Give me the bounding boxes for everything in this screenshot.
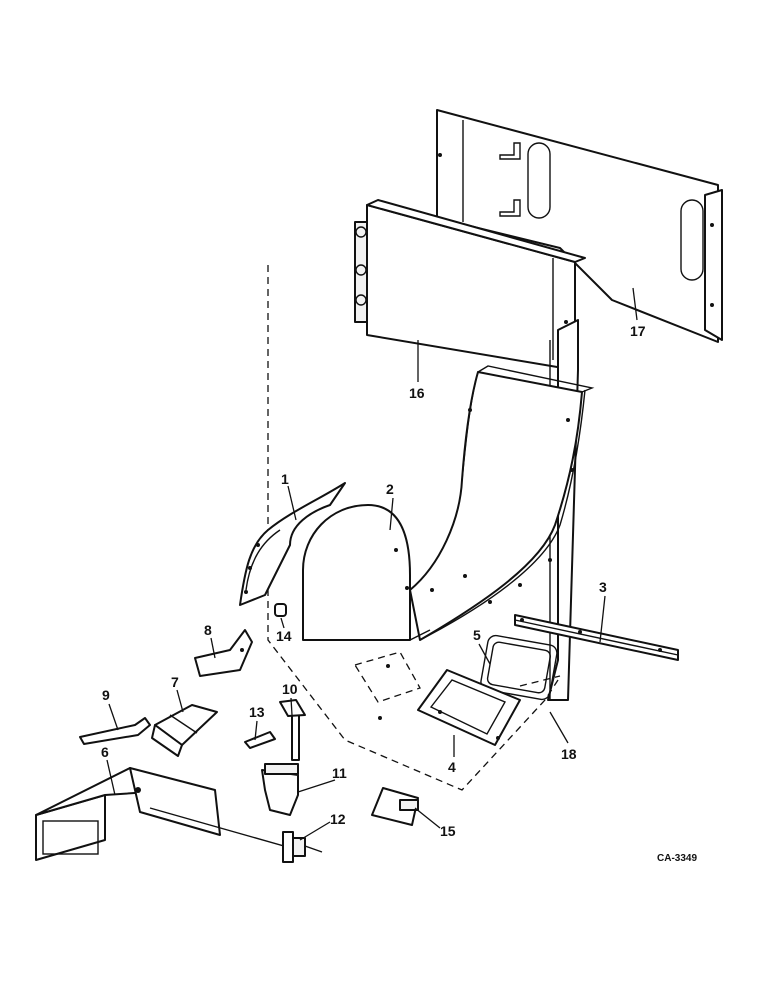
- drawing-code: CA-3349: [657, 853, 697, 864]
- part-9-lever: [79, 717, 151, 745]
- part-5-gasket: [480, 634, 558, 701]
- part-15-small-plate: [371, 787, 419, 826]
- part-12-latch: [282, 831, 323, 863]
- part-14-nut: [274, 603, 287, 617]
- callout-6: 6: [101, 744, 109, 760]
- callout-8: 8: [204, 622, 212, 638]
- callout-5: 5: [473, 627, 481, 643]
- part-3-rail: [514, 614, 679, 661]
- callout-17: 17: [630, 323, 646, 339]
- part-4-frame-plate: [417, 669, 521, 746]
- callout-labels: 1 2 3 4 5 6 7 8 9 10 11 12 13 14 15 16 1…: [101, 323, 646, 839]
- callout-12: 12: [330, 811, 346, 827]
- callout-3: 3: [599, 579, 607, 595]
- callout-4: 4: [448, 759, 456, 775]
- part-6-tube-support: [35, 767, 306, 861]
- callout-7: 7: [171, 674, 179, 690]
- leader-lines: [106, 287, 638, 841]
- callout-10: 10: [282, 681, 298, 697]
- callout-9: 9: [102, 687, 110, 703]
- callout-18: 18: [561, 746, 577, 762]
- part-1-curved-shield: [239, 482, 346, 606]
- callout-11: 11: [332, 765, 347, 781]
- part-2-curved-duct: [302, 365, 595, 641]
- callout-14: 14: [276, 628, 292, 644]
- callout-13: 13: [249, 704, 265, 720]
- callout-1: 1: [281, 471, 289, 487]
- part-7-box-bracket: [151, 704, 218, 757]
- part-10-pin: [279, 699, 306, 761]
- part-11-hinge-plate: [261, 763, 299, 816]
- part-8-bracket: [194, 629, 253, 677]
- part-13-clip: [244, 731, 276, 749]
- callout-16: 16: [409, 385, 425, 401]
- callout-2: 2: [386, 481, 394, 497]
- callout-15: 15: [440, 823, 456, 839]
